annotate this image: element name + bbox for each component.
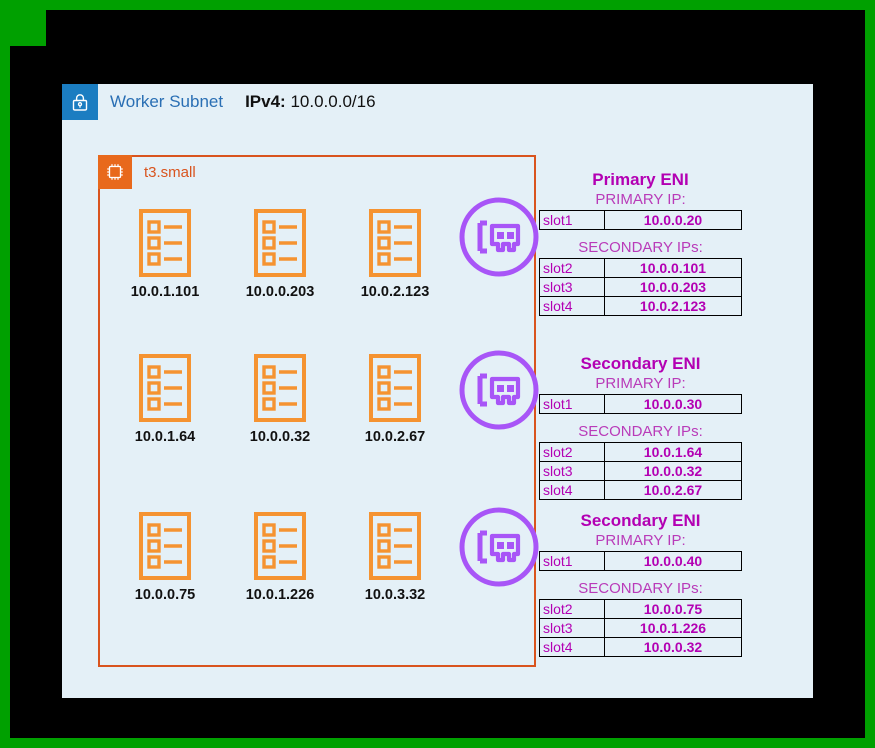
- primary-ip-table: slot1 10.0.0.40: [539, 551, 742, 571]
- slot-cell: slot1: [539, 210, 605, 230]
- pod-icon: [254, 209, 306, 277]
- pod-5: 10.0.2.67: [340, 353, 450, 445]
- pod-1: 10.0.0.203: [225, 208, 335, 300]
- ip-cell: 10.0.0.30: [604, 394, 742, 414]
- eni-title: Primary ENI: [592, 170, 689, 189]
- subnet-title: Worker Subnet: [110, 92, 224, 111]
- slot-cell: slot4: [539, 296, 605, 316]
- worker-subnet-panel: Worker Subnet IPv4: 10.0.0.0/16: [62, 84, 813, 698]
- pod-icon: [139, 354, 191, 422]
- lock-icon: [62, 84, 98, 120]
- table-row: slot1 10.0.0.30: [539, 394, 742, 414]
- primary-ip-heading: PRIMARY IP:: [595, 532, 686, 549]
- ip-cell: 10.0.1.226: [604, 618, 742, 638]
- ip-cell: 10.0.2.67: [604, 480, 742, 500]
- eni-title: Secondary ENI: [580, 354, 701, 373]
- eni-title: Secondary ENI: [580, 511, 701, 530]
- pod-ip-label: 10.0.0.203: [245, 284, 315, 300]
- subnet-cidr-value: 10.0.0.0/16: [290, 92, 376, 111]
- slot-cell: slot3: [539, 618, 605, 638]
- pod-icon: [369, 512, 421, 580]
- instance-box: [98, 155, 536, 667]
- pod-2: 10.0.2.123: [340, 208, 450, 300]
- slot-cell: slot3: [539, 461, 605, 481]
- table-row: slot1 10.0.0.20: [539, 210, 742, 230]
- pod-ip-label: 10.0.1.64: [134, 429, 196, 445]
- slot-cell: slot3: [539, 277, 605, 297]
- table-row: slot3 10.0.0.203: [539, 277, 742, 297]
- pod-icon: [254, 512, 306, 580]
- ip-cell: 10.0.1.64: [604, 442, 742, 462]
- ip-cell: 10.0.0.32: [604, 637, 742, 657]
- subnet-header: Worker Subnet IPv4: 10.0.0.0/16: [62, 84, 376, 120]
- ip-cell: 10.0.0.203: [604, 277, 742, 297]
- subnet-cidr-label: IPv4:: [245, 92, 286, 111]
- secondary-ips-heading: SECONDARY IPs:: [578, 423, 703, 440]
- pod-icon: [254, 354, 306, 422]
- pod-ip-label: 10.0.1.226: [245, 587, 315, 603]
- table-row: slot2 10.0.1.64: [539, 442, 742, 462]
- table-row: slot1 10.0.0.40: [539, 551, 742, 571]
- network-card-icon: [459, 507, 539, 587]
- frame-corner-block: [10, 10, 46, 46]
- pod-0: 10.0.1.101: [110, 208, 220, 300]
- table-row: slot3 10.0.1.226: [539, 618, 742, 638]
- pod-icon: [369, 354, 421, 422]
- ip-cell: 10.0.0.20: [604, 210, 742, 230]
- pod-4: 10.0.0.32: [225, 353, 335, 445]
- primary-ip-heading: PRIMARY IP:: [595, 191, 686, 208]
- pod-6: 10.0.0.75: [110, 511, 220, 603]
- primary-ip-table: slot1 10.0.0.30: [539, 394, 742, 414]
- secondary-ips-heading: SECONDARY IPs:: [578, 580, 703, 597]
- network-card-icon: [459, 197, 539, 277]
- slot-cell: slot4: [539, 480, 605, 500]
- slot-cell: slot1: [539, 551, 605, 571]
- slot-cell: slot2: [539, 258, 605, 278]
- table-row: slot2 10.0.0.75: [539, 599, 742, 619]
- pod-ip-label: 10.0.0.32: [249, 429, 311, 445]
- instance-label: t3.small: [144, 163, 196, 181]
- eni-block-2: Secondary ENI PRIMARY IP: slot1 10.0.0.4…: [539, 511, 742, 657]
- eni-block-0: Primary ENI PRIMARY IP: slot1 10.0.0.20 …: [539, 170, 742, 316]
- ip-cell: 10.0.0.75: [604, 599, 742, 619]
- pod-7: 10.0.1.226: [225, 511, 335, 603]
- pod-ip-label: 10.0.2.123: [360, 284, 430, 300]
- slot-cell: slot1: [539, 394, 605, 414]
- primary-ip-heading: PRIMARY IP:: [595, 375, 686, 392]
- pod-icon: [369, 209, 421, 277]
- cpu-icon: [98, 155, 132, 189]
- slot-cell: slot2: [539, 442, 605, 462]
- instance-header: t3.small: [98, 155, 196, 189]
- primary-ip-table: slot1 10.0.0.20: [539, 210, 742, 230]
- secondary-ip-table: slot2 10.0.0.101 slot3 10.0.0.203 slot4 …: [539, 258, 742, 316]
- slot-cell: slot4: [539, 637, 605, 657]
- eni-block-1: Secondary ENI PRIMARY IP: slot1 10.0.0.3…: [539, 354, 742, 500]
- secondary-ip-table: slot2 10.0.0.75 slot3 10.0.1.226 slot4 1…: [539, 599, 742, 657]
- pod-ip-label: 10.0.1.101: [130, 284, 200, 300]
- ip-cell: 10.0.0.40: [604, 551, 742, 571]
- pod-ip-label: 10.0.2.67: [364, 429, 426, 445]
- table-row: slot2 10.0.0.101: [539, 258, 742, 278]
- table-row: slot3 10.0.0.32: [539, 461, 742, 481]
- subnet-cidr: IPv4: 10.0.0.0/16: [245, 92, 375, 112]
- ip-cell: 10.0.0.32: [604, 461, 742, 481]
- pod-icon: [139, 209, 191, 277]
- slot-cell: slot2: [539, 599, 605, 619]
- network-card-icon: [459, 350, 539, 430]
- pod-ip-label: 10.0.0.75: [134, 587, 196, 603]
- pod-3: 10.0.1.64: [110, 353, 220, 445]
- table-row: slot4 10.0.2.123: [539, 296, 742, 316]
- pod-icon: [139, 512, 191, 580]
- pod-8: 10.0.3.32: [340, 511, 450, 603]
- secondary-ip-table: slot2 10.0.1.64 slot3 10.0.0.32 slot4 10…: [539, 442, 742, 500]
- secondary-ips-heading: SECONDARY IPs:: [578, 239, 703, 256]
- ip-cell: 10.0.0.101: [604, 258, 742, 278]
- table-row: slot4 10.0.2.67: [539, 480, 742, 500]
- ip-cell: 10.0.2.123: [604, 296, 742, 316]
- table-row: slot4 10.0.0.32: [539, 637, 742, 657]
- pod-ip-label: 10.0.3.32: [364, 587, 426, 603]
